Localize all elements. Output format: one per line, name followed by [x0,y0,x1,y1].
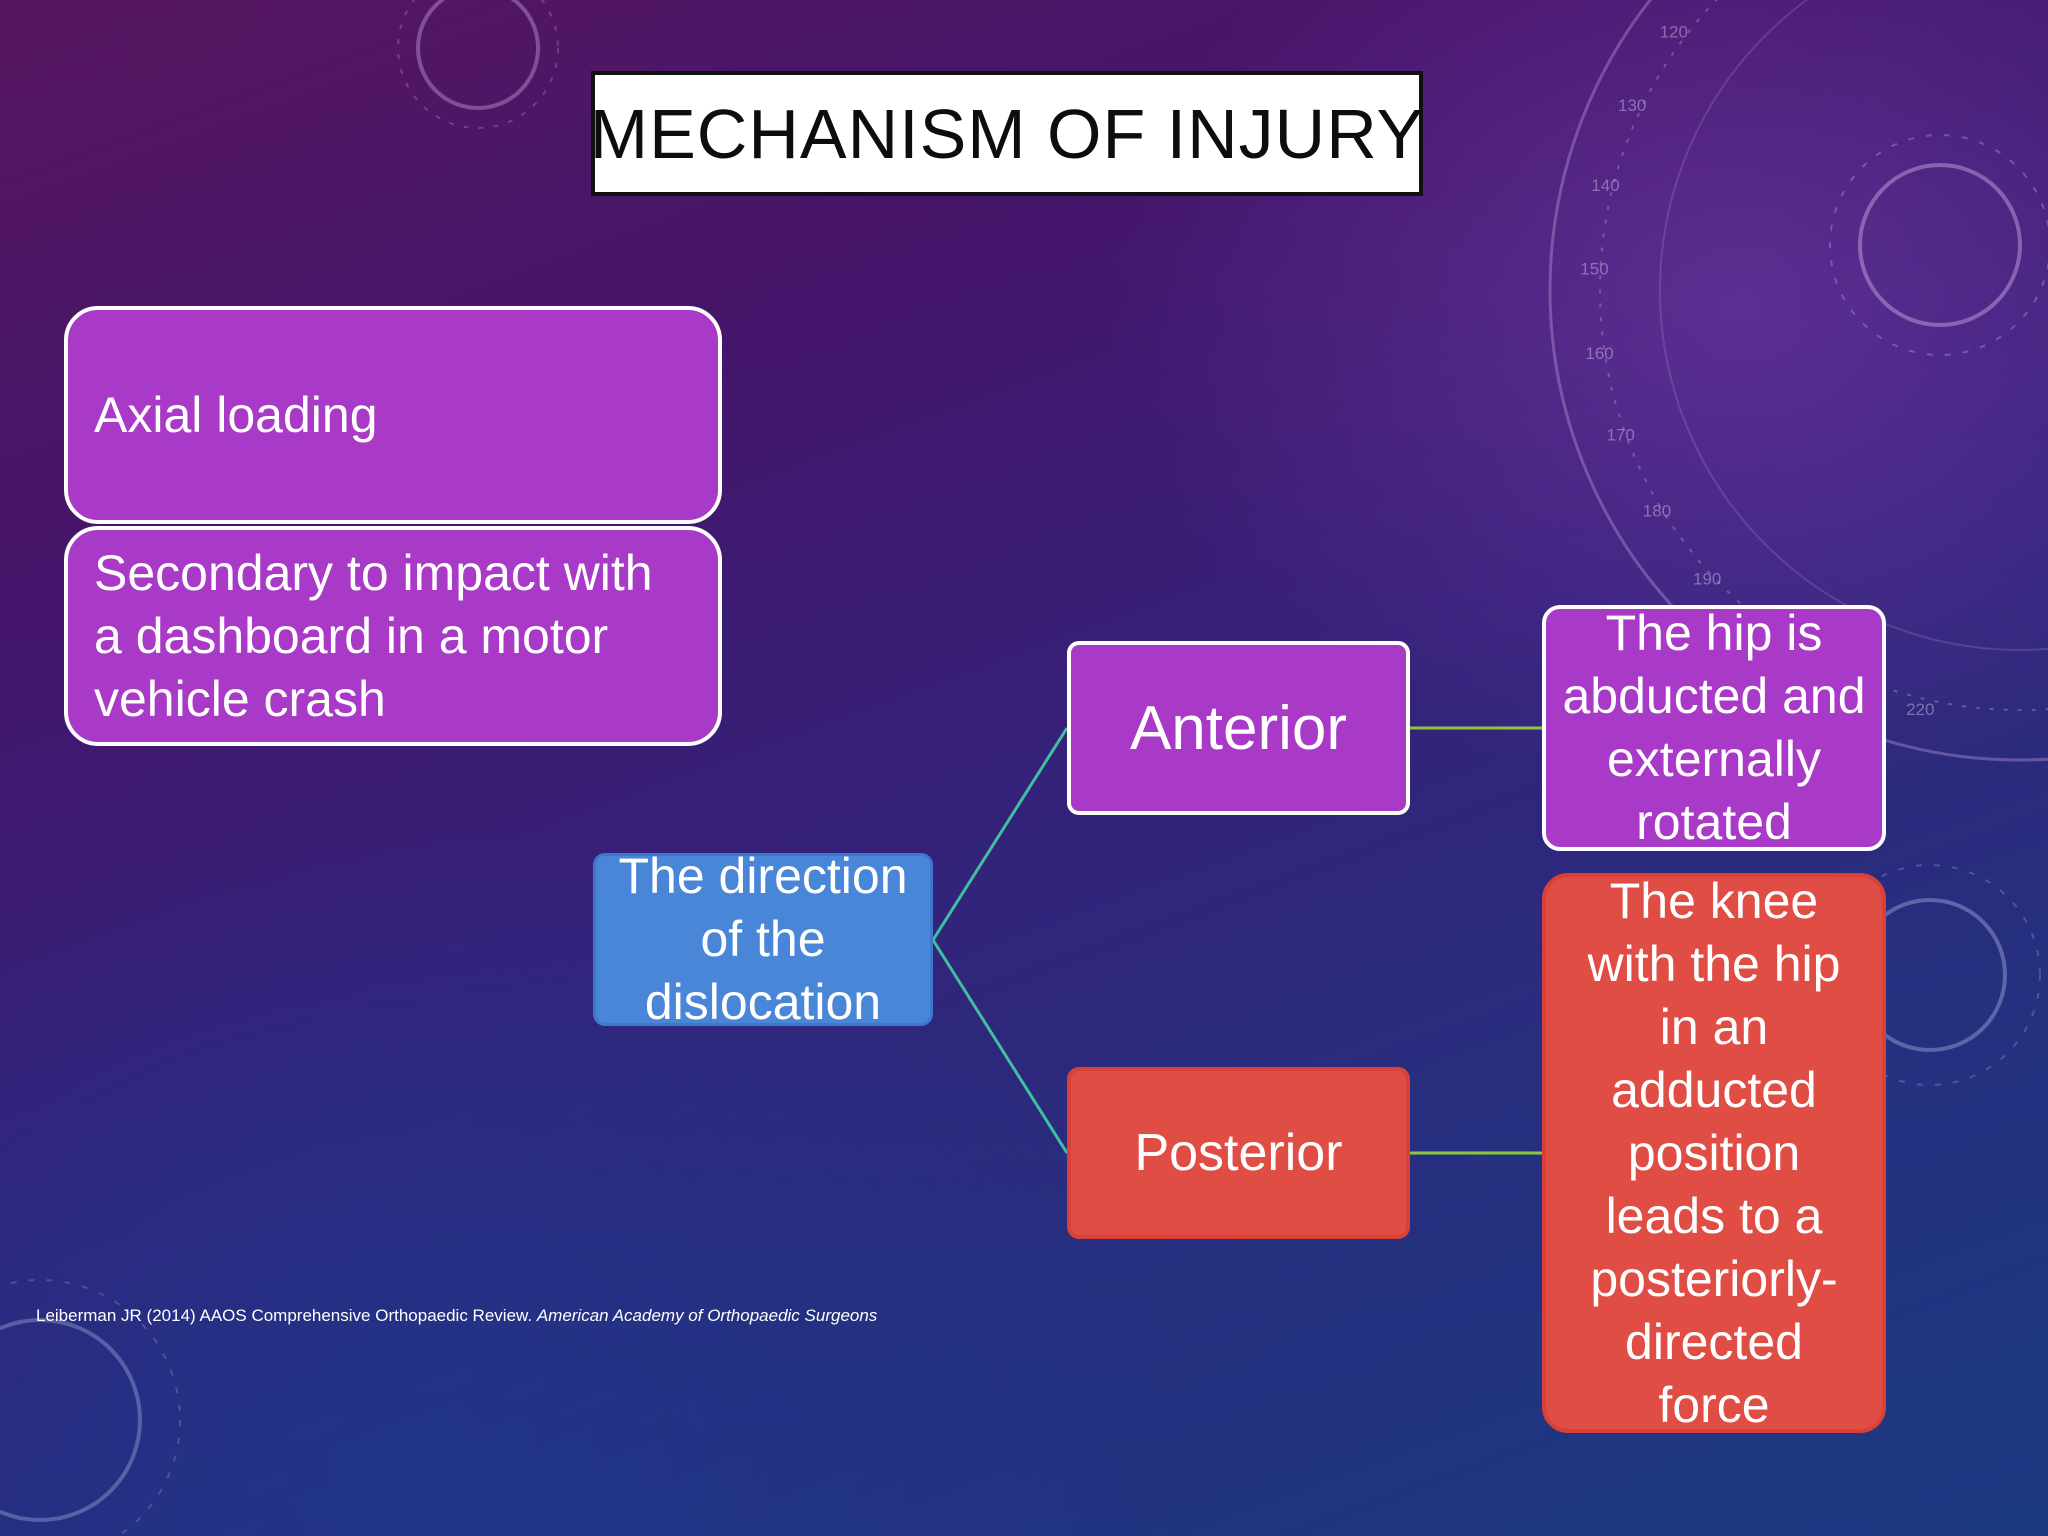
branch-label-anterior: Anterior [1129,693,1348,763]
description-posterior: The knee with the hip in an adducted pos… [1587,872,1841,1433]
description-node-anterior: The hip is abducted and externally rotat… [1542,605,1886,851]
gauge-tick-label: 150 [1580,260,1608,279]
gauge-tick-label: 120 [1660,23,1688,42]
gauge-tick-label: 160 [1585,344,1613,363]
citation-text: Leiberman JR (2014) AAOS Comprehensive O… [36,1306,537,1325]
mechanism-box-dashboard-impact: Secondary to impact with a dashboard in … [64,526,722,746]
root-node-direction: The direction of the dislocation [593,848,933,1030]
citation: Leiberman JR (2014) AAOS Comprehensive O… [36,1306,877,1326]
gauge-tick-label: 190 [1693,569,1721,588]
gauge-tick-label: 130 [1618,96,1646,115]
citation-source: American Academy of Orthopaedic Surgeons [536,1306,878,1325]
title-box: MECHANISM OF INJURY [589,71,1425,196]
gauge-tick-label: 170 [1607,426,1635,445]
mechanism-label: Axial loading [94,387,378,443]
branch-label-posterior: Posterior [1134,1124,1343,1182]
page-title: MECHANISM OF INJURY [589,94,1425,173]
connector-root-anterior [931,727,1069,941]
connector-root-posterior [931,939,1069,1154]
description-anterior: The hip is abducted and externally rotat… [1562,605,1866,850]
branch-node-posterior: Posterior [1067,1067,1410,1239]
gauge-tick-label: 180 [1643,502,1671,521]
gauge-tick-label: 220 [1906,700,1934,719]
mechanism-label: Secondary to impact with a dashboard in … [94,544,653,727]
branch-node-anterior: Anterior [1067,641,1410,815]
gauge-tick-label: 140 [1591,176,1619,195]
description-node-posterior: The knee with the hip in an adducted pos… [1542,873,1886,1433]
root-node-label: The direction of the dislocation [618,848,908,1030]
mechanism-box-axial-loading: Axial loading [64,306,722,524]
